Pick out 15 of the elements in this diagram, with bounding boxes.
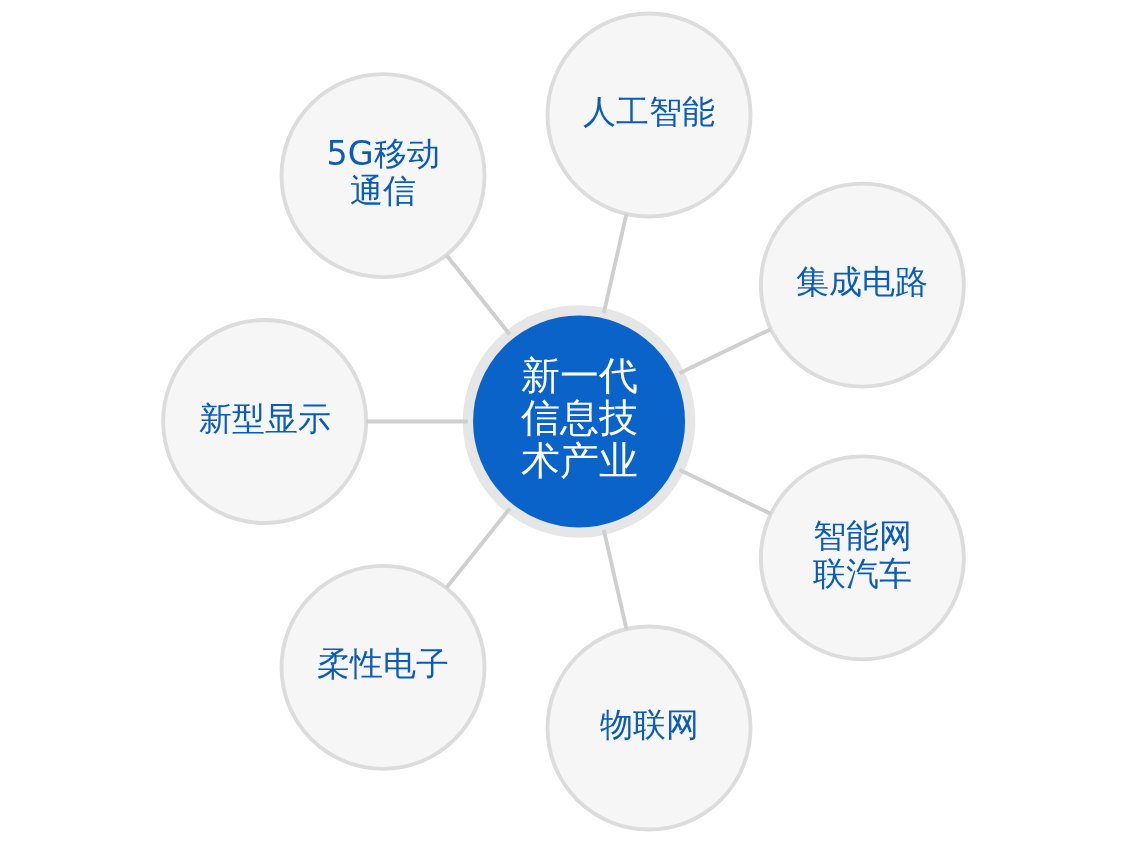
node-circle: 柔性电子 bbox=[279, 563, 486, 771]
node-circle: 新一代信息技术产业 bbox=[462, 305, 695, 538]
connector bbox=[444, 254, 511, 336]
node-circle: 智能网联汽车 bbox=[758, 454, 966, 662]
connector bbox=[365, 419, 468, 424]
node-circle: 5G移动通信 bbox=[279, 72, 486, 280]
connector bbox=[601, 213, 628, 314]
node-circle: 新型显示 bbox=[160, 318, 368, 525]
connector bbox=[678, 327, 772, 375]
node-circle: 集成电路 bbox=[758, 181, 966, 389]
connector bbox=[601, 529, 628, 630]
node-circle: 物联网 bbox=[545, 624, 752, 832]
connector bbox=[444, 507, 511, 589]
node-circle: 人工智能 bbox=[545, 11, 752, 219]
connector bbox=[678, 468, 772, 516]
